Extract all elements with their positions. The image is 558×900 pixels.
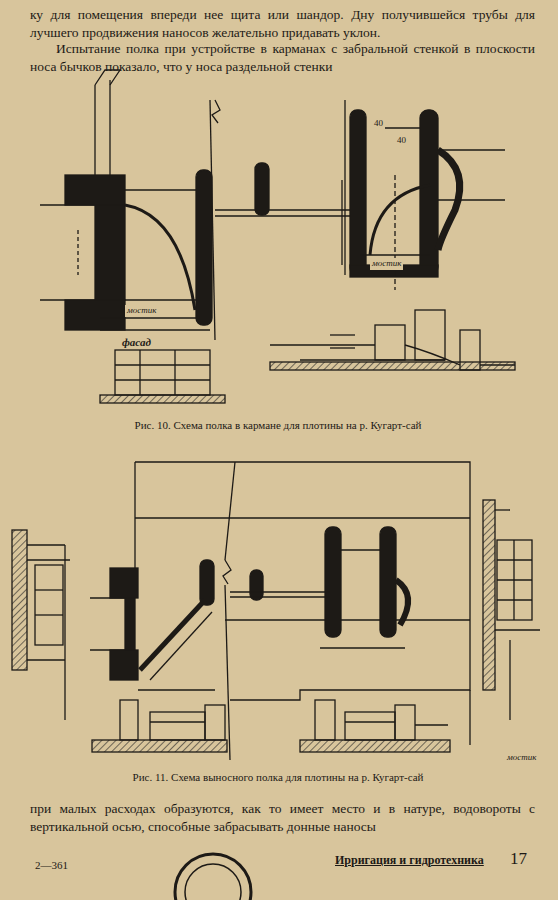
- dimension: 40: [372, 118, 385, 130]
- part-name: мостик: [370, 258, 403, 270]
- dimension: 40: [395, 135, 408, 147]
- view-name: фасад: [120, 335, 153, 349]
- print-code: 2—361: [35, 858, 68, 872]
- journal-name: Ирригация и гидротехника: [335, 853, 484, 869]
- part-name: мостик: [125, 305, 158, 317]
- body-text: Испытание полка при устройстве в кармана…: [30, 40, 535, 75]
- body-text: ку для помещения впереди нее щита или ша…: [30, 6, 535, 41]
- body-text: при малых расходах образуются, как то им…: [30, 800, 535, 835]
- figure-caption: Рис. 11. Схема выносного полка для плоти…: [0, 770, 556, 784]
- part-name: мостик: [505, 752, 538, 764]
- page-number: 17: [510, 848, 527, 870]
- figure-caption: Рис. 10. Схема полка в кармане для плоти…: [0, 418, 556, 432]
